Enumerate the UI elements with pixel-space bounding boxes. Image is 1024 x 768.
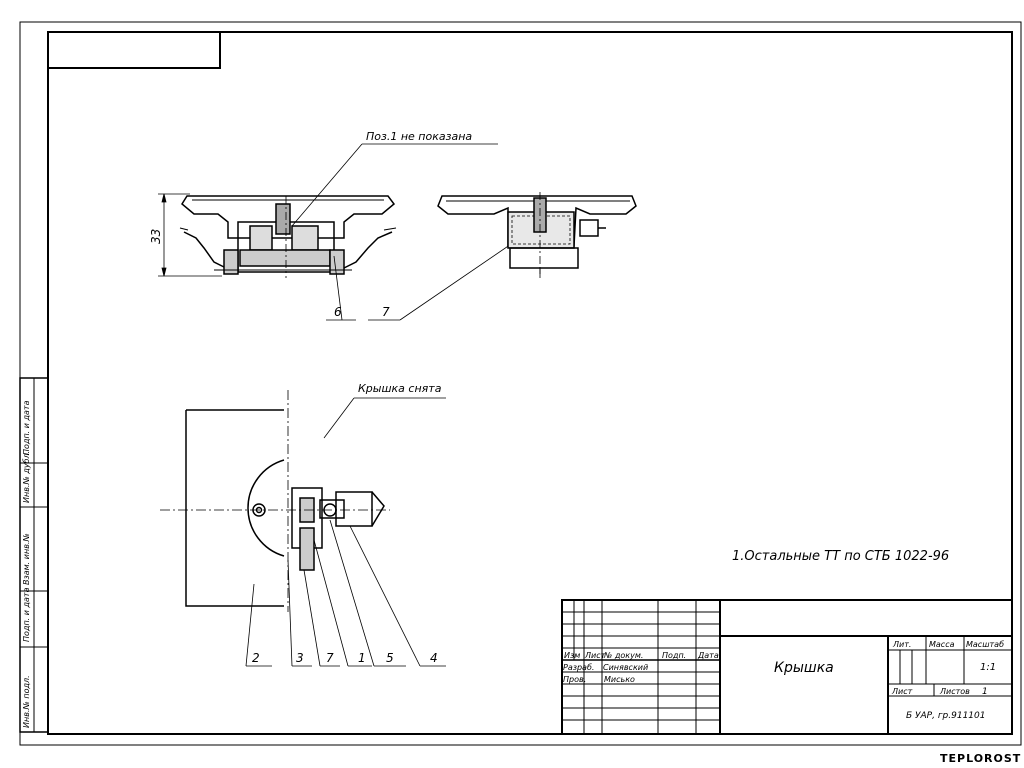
inner-frame: [47, 31, 1013, 735]
col-izm: Изм: [564, 651, 580, 660]
section-view-right: [437, 192, 637, 278]
scale-value: 1:1: [980, 662, 996, 673]
technical-requirement: 1.Остальные ТТ по СТБ 1022-96: [732, 549, 949, 564]
callout-4: 4: [430, 651, 438, 665]
plan-view: [160, 390, 390, 612]
leader-note-section: [291, 143, 498, 227]
side-stamp-labels: Подп. и дата Инв.№ дубл. Взам. инв.№ Под…: [22, 400, 31, 728]
leaders-top: [326, 237, 521, 321]
callout-6: 6: [334, 305, 342, 319]
dimension-33-value: 33: [149, 229, 163, 244]
callout-7-top: 7: [382, 305, 390, 319]
row-developer-label: Разраб.: [563, 663, 594, 672]
stamp-cell-sign-date: Подп. и дата: [22, 587, 31, 642]
mass-label: Масса: [929, 640, 955, 649]
callout-3: 3: [296, 651, 304, 665]
section-view-left: [179, 195, 397, 278]
stamp-cell-replace: Взам. инв.№: [22, 533, 31, 585]
callout-5: 5: [386, 651, 394, 665]
sheets-label: Листов: [939, 687, 970, 696]
col-date: Дата: [697, 651, 719, 660]
note-cover: Крышка снята: [358, 382, 442, 395]
side-stamp: [19, 377, 49, 733]
lit-label: Лит.: [892, 640, 911, 649]
scale-label: Масштаб: [966, 640, 1004, 649]
dimension-33: [158, 193, 222, 277]
note-section: Поз.1 не показана: [366, 130, 472, 143]
organization: Б УАР, гр.911101: [906, 711, 985, 721]
stamp-cell-sign-date-top: Подп. и дата: [22, 400, 31, 455]
title-block: [561, 599, 1013, 735]
row-checker-name: Мисько: [604, 675, 635, 684]
col-list: Лист: [584, 651, 606, 660]
callout-7-bottom: 7: [326, 651, 334, 665]
sheets-value: 1: [982, 687, 988, 697]
stamp-cell-dup: Инв.№ дубл.: [22, 451, 31, 503]
leaders-bottom: [245, 519, 446, 667]
stamp-cell-orig: Инв.№ подл.: [22, 675, 31, 728]
watermark: TEPLOROST: [940, 752, 1021, 765]
row-developer-name: Синявский: [603, 663, 648, 672]
callout-2: 2: [252, 651, 260, 665]
top-left-box: [47, 31, 221, 69]
leader-note-cover: [323, 397, 446, 439]
callout-1: 1: [358, 651, 366, 665]
col-sign: Подп.: [662, 651, 686, 660]
col-doc: № докум.: [603, 651, 643, 660]
sheet-label: Лист: [891, 687, 913, 696]
part-name: Крышка: [774, 660, 834, 676]
row-checker-label: Пров.: [563, 675, 586, 684]
title-block-text: Изм Лист № докум. Подп. Дата Разраб. Син…: [563, 640, 1004, 721]
